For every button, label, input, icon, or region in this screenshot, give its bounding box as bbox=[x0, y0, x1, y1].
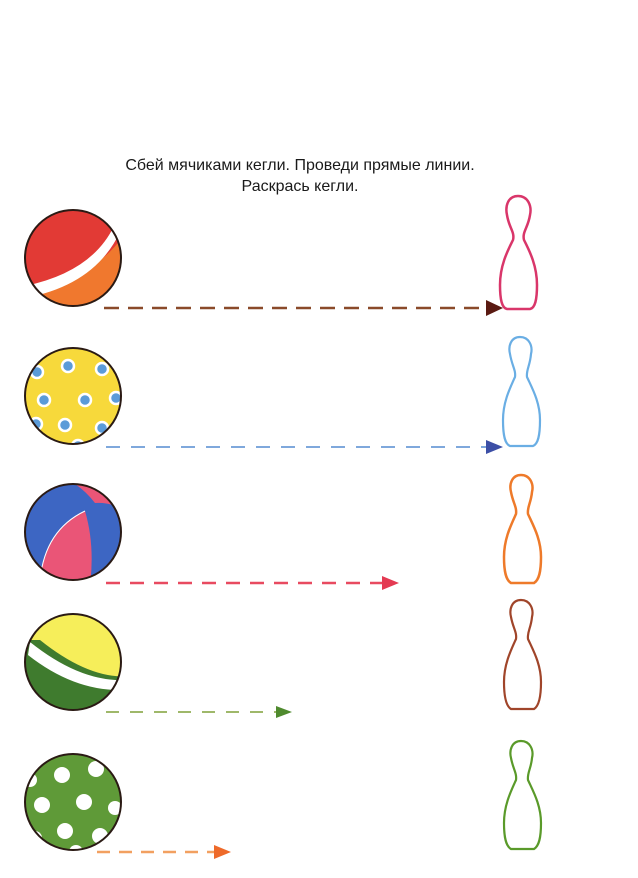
bowling-pin-outline-1[interactable] bbox=[498, 194, 539, 311]
green-white-dotted-ball bbox=[25, 754, 121, 850]
dashed-arrow-1 bbox=[104, 300, 503, 316]
dashed-arrow-3 bbox=[106, 576, 399, 590]
yellow-green-striped-ball bbox=[25, 614, 121, 710]
instruction-line-1: Сбей мячиками кегли. Проведи прямые лини… bbox=[125, 157, 475, 174]
instruction-text: Сбей мячиками кегли. Проведи прямые лини… bbox=[0, 155, 600, 197]
ball-row-1 bbox=[24, 209, 122, 307]
ball-row-3 bbox=[24, 483, 122, 581]
ball-row-5 bbox=[24, 753, 122, 851]
dashed-arrow-5 bbox=[97, 845, 231, 859]
ball-row-2 bbox=[24, 347, 122, 445]
arrowhead-icon bbox=[486, 300, 503, 316]
bowling-pin-outline-2[interactable] bbox=[501, 335, 542, 448]
blue-pink-beach-ball bbox=[25, 484, 121, 580]
ball-row-4 bbox=[24, 613, 122, 711]
dashed-arrow-4 bbox=[106, 706, 292, 718]
arrowhead-icon bbox=[214, 845, 231, 859]
dashed-arrow-2 bbox=[106, 440, 503, 454]
red-orange-striped-ball bbox=[25, 210, 121, 306]
arrowhead-icon bbox=[276, 706, 292, 718]
instruction-line-2: Раскрась кегли. bbox=[241, 178, 359, 195]
arrowhead-icon bbox=[486, 440, 503, 454]
bowling-pin-outline-3[interactable] bbox=[502, 473, 543, 585]
bowling-pin-outline-4[interactable] bbox=[502, 598, 543, 711]
arrowhead-icon bbox=[382, 576, 399, 590]
bowling-pin-outline-5[interactable] bbox=[502, 739, 543, 851]
yellow-blue-dotted-ball bbox=[25, 348, 121, 444]
